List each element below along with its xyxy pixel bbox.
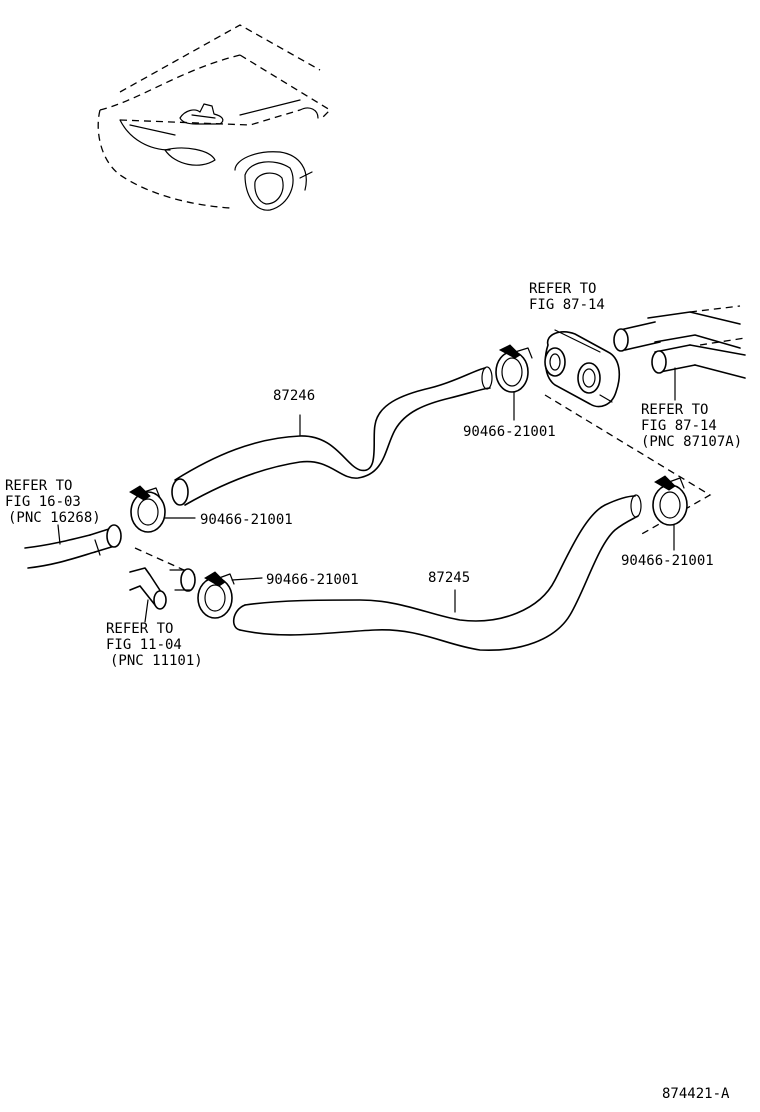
label-clamp-lower-left: 90466-21001 [266,572,359,588]
label-ref-lower-line3: (PNC 11101) [110,653,203,669]
label-ref-lower-line1: REFER TO [106,621,173,637]
label-ref-valve-line1: REFER TO [529,281,596,297]
label-ref-right-line2: FIG 87-14 [641,418,717,434]
label-ref-valve-line2: FIG 87-14 [529,297,605,313]
engine-pipe-lower [129,567,196,623]
label-ref-left-line2: FIG 16-03 [5,494,81,510]
engine-pipe-left [24,524,122,569]
water-valve-part [544,329,621,408]
label-ref-left-line1: REFER TO [5,478,72,494]
label-clamp-left: 90466-21001 [200,512,293,528]
label-clamp-lower-right: 90466-21001 [621,553,714,569]
car-overview-sketch [97,24,332,211]
hose-clamp-upper-right [495,344,533,421]
hose-87245 [232,494,642,651]
label-ref-lower-line2: FIG 11-04 [106,637,182,653]
hose-clamp-left [129,485,196,533]
hose-clamp-lower-left [197,571,263,619]
label-ref-left-line3: (PNC 16268) [8,510,101,526]
label-hose-87246: 87246 [273,388,315,404]
label-clamp-upper: 90466-21001 [463,424,556,440]
hose-clamp-lower-right [652,475,688,551]
label-ref-right-line1: REFER TO [641,402,708,418]
heater-pipes-right [613,305,746,401]
label-hose-87245: 87245 [428,570,470,586]
hose-87246 [171,366,493,506]
figure-id: 874421-A [662,1086,730,1102]
label-ref-right-line3: (PNC 87107A) [641,434,742,450]
